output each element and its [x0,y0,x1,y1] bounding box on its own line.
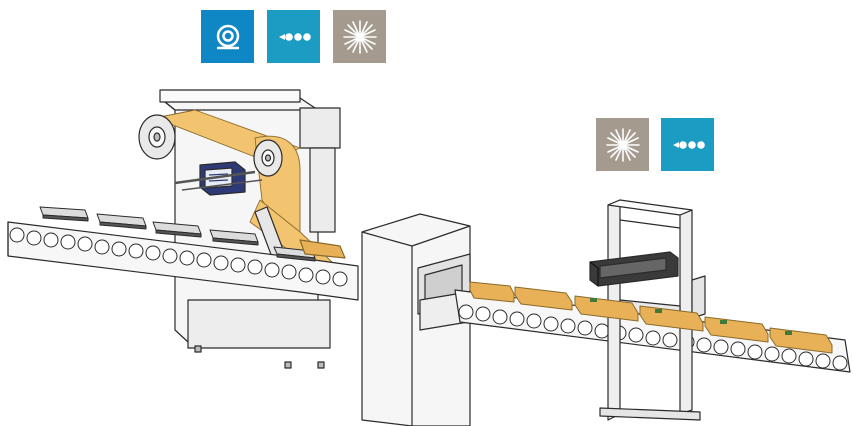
inkjet-head [590,252,678,286]
rewind-reel [254,140,282,176]
unwind-reel [139,115,175,159]
